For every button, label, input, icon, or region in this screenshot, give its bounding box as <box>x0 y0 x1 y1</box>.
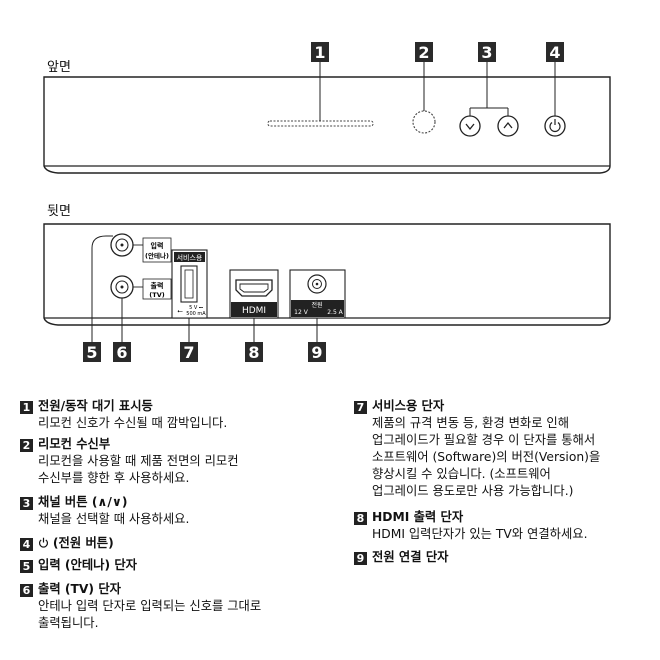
svg-text:2.5 A: 2.5 A <box>327 309 343 316</box>
power-icon <box>39 537 48 548</box>
channel-down-button[interactable] <box>459 115 481 137</box>
power-button[interactable] <box>544 115 566 137</box>
callout-3: 3 <box>478 42 496 62</box>
output-sub-label: (TV) <box>149 291 164 299</box>
service-usb-port: 서비스용 ⭠ 5 V ⎓ 500 mA <box>171 249 208 319</box>
svg-text:3: 3 <box>481 43 492 62</box>
callout-2: 2 <box>415 42 433 62</box>
tv-output-jack <box>110 275 134 299</box>
svg-text:500 mA: 500 mA <box>186 311 206 317</box>
input-label: 입력 <box>151 241 164 250</box>
front-panel <box>43 76 611 174</box>
svg-text:8: 8 <box>248 343 259 362</box>
callout-1: 1 <box>311 42 329 62</box>
power-jack-label: 전원 <box>311 301 322 309</box>
channel-up-button[interactable] <box>497 115 519 137</box>
chevron-down-icon <box>465 123 475 131</box>
callout-7: 7 <box>180 342 198 362</box>
svg-text:6: 6 <box>116 343 127 362</box>
svg-text:5 V ⎓: 5 V ⎓ <box>189 305 203 311</box>
antenna-input-jack <box>110 233 134 257</box>
svg-text:12 V: 12 V <box>294 309 309 316</box>
front-view-label: 앞면 <box>47 60 71 75</box>
device-diagram: 1 2 3 4 입력 (안테나) 출력 (TV) 서비스용 ⭠ 5 V ⎓ 50… <box>43 42 611 362</box>
chevron-up-icon <box>503 121 513 129</box>
callout-4: 4 <box>546 42 564 62</box>
channel-buttons <box>459 115 519 137</box>
usb-symbol-icon: ⭠ <box>177 307 183 315</box>
callout-6: 6 <box>113 342 131 362</box>
hdmi-label: HDMI <box>242 306 266 316</box>
service-label: 서비스용 <box>177 253 203 262</box>
svg-text:2: 2 <box>418 43 429 62</box>
callout-9: 9 <box>308 342 326 362</box>
output-label: 출력 <box>151 281 164 290</box>
hdmi-port: HDMI <box>229 269 279 319</box>
callout-8: 8 <box>245 342 263 362</box>
svg-text:5: 5 <box>86 343 97 362</box>
power-icon <box>549 122 561 133</box>
input-sub-label: (안테나) <box>145 251 169 260</box>
power-jack: 전원 12 V 2.5 A <box>289 269 346 319</box>
svg-text:7: 7 <box>183 343 194 362</box>
remote-sensor-icon <box>412 110 436 134</box>
legend-item-4: 4 (전원 버튼) <box>20 535 114 552</box>
back-view-label: 뒷면 <box>47 204 71 219</box>
svg-text:1: 1 <box>314 43 325 62</box>
svg-text:9: 9 <box>311 343 322 362</box>
callout-5: 5 <box>83 342 101 362</box>
svg-text:4: 4 <box>549 43 560 62</box>
